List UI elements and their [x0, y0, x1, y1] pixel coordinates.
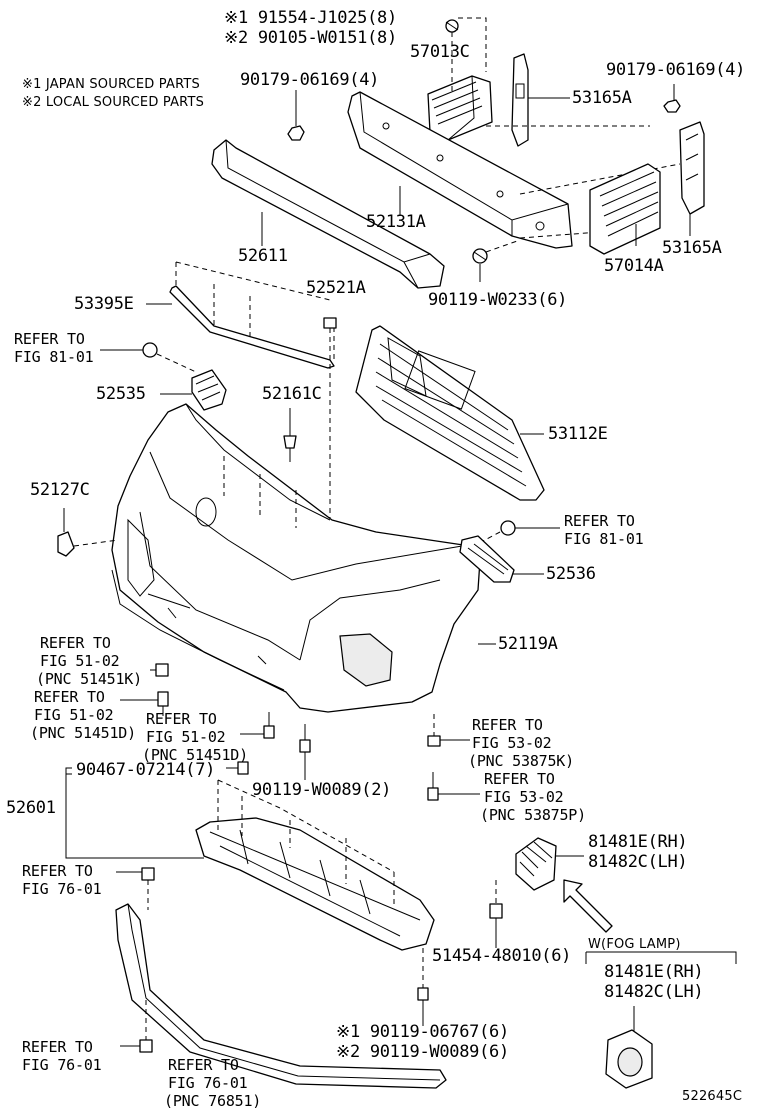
label-52127c: 52127C — [30, 480, 90, 500]
label-ref-fig76-a-2: FIG 76-01 — [22, 880, 102, 898]
bolt-51451d-a — [120, 691, 169, 716]
screw-53875p — [427, 772, 480, 801]
note-local-sourced: ※2 LOCAL SOURCED PARTS — [22, 95, 205, 110]
fog-lamp-frame — [585, 951, 737, 1032]
label-ref-51451d-b-3: (PNC 51451D) — [142, 746, 248, 764]
label-52161c: 52161C — [262, 384, 322, 404]
screw-fig81-left — [100, 342, 197, 373]
label-fog-lamp: W(FOG LAMP) — [588, 937, 681, 952]
label-53165a-top: 53165A — [572, 88, 632, 108]
reinforcement-52131a — [347, 91, 681, 249]
label-90119-w0089-6: ※2 90119-W0089(6) — [336, 1042, 509, 1062]
clip-fig76-b — [120, 1000, 153, 1053]
label-52119a: 52119A — [498, 634, 558, 654]
label-81482c-lh-fog: 81482C(LH) — [604, 982, 704, 1002]
clip-52161c — [283, 408, 297, 462]
screw-91554 — [445, 17, 487, 92]
label-81482c-lh: 81482C(LH) — [588, 852, 688, 872]
label-ref-fig76-b-2: FIG 76-01 — [22, 1056, 102, 1074]
label-ref-53875k-3: (PNC 53875K) — [468, 752, 574, 770]
label-ref-51451d-a-2: FIG 51-02 — [34, 706, 114, 724]
bracket-52536 — [459, 535, 544, 583]
clip-53875k — [427, 714, 470, 747]
label-refer-fig81-left-1: REFER TO — [14, 330, 85, 348]
bolt-90119-w0233 — [472, 239, 521, 282]
bolt-90467 — [226, 761, 249, 775]
nut-90179-left — [287, 90, 305, 141]
label-52611: 52611 — [238, 246, 288, 266]
note-japan-sourced: ※1 JAPAN SOURCED PARTS — [22, 77, 200, 92]
label-90179-left: 90179-06169(4) — [240, 70, 380, 90]
label-ref-51451d-a-3: (PNC 51451D) — [30, 724, 136, 742]
label-ref-53875k-1: REFER TO — [472, 716, 543, 734]
label-52131a: 52131A — [366, 212, 426, 232]
nut-90179-right — [663, 84, 681, 113]
label-90179-right: 90179-06169(4) — [606, 60, 746, 80]
absorber-52611 — [211, 139, 445, 289]
fog-lamp-cover-81481e — [515, 837, 584, 891]
label-ref-fig76-c-3: (PNC 76851) — [164, 1092, 262, 1110]
arrow-indicator — [563, 879, 613, 933]
label-90119-w0233: 90119-W0233(6) — [428, 290, 568, 310]
cover-52127c — [57, 508, 119, 557]
label-refer-fig81-right-1: REFER TO — [564, 512, 635, 530]
label-90467: 90467-07214(7) — [76, 760, 216, 780]
seal-53395e — [146, 261, 335, 369]
label-ref-fig76-b-1: REFER TO — [22, 1038, 93, 1056]
label-57014a: 57014A — [604, 256, 664, 276]
clip-51451k — [150, 663, 169, 677]
bracket-57014a — [589, 163, 661, 255]
label-53112e: 53112E — [548, 424, 608, 444]
label-81481e-rh: 81481E(RH) — [588, 832, 688, 852]
label-51454: 51454-48010(6) — [432, 946, 572, 966]
label-ref-fig76-a-1: REFER TO — [22, 862, 93, 880]
label-52536: 52536 — [546, 564, 596, 584]
label-90105: ※2 90105-W0151(8) — [224, 28, 397, 48]
label-ref-53875p-1: REFER TO — [484, 770, 555, 788]
label-52601: 52601 — [6, 798, 56, 818]
label-ref-fig76-c-2: FIG 76-01 — [168, 1074, 248, 1092]
diagram-id: 522645C — [682, 1089, 743, 1104]
label-ref-51451k-3: (PNC 51451K) — [36, 670, 142, 688]
lower-spoiler — [115, 903, 447, 1089]
label-90119-w0089-2: 90119-W0089(2) — [252, 780, 392, 800]
label-52521a: 52521A — [306, 278, 366, 298]
clip-52521a — [323, 317, 337, 520]
grille-53112e — [355, 325, 545, 501]
label-81481e-rh-fog: 81481E(RH) — [604, 962, 704, 982]
bracket-57013c — [427, 75, 493, 141]
bumper-cover-52119a — [111, 403, 496, 713]
bracket-52535 — [160, 369, 227, 411]
bracket-53165a-right — [679, 121, 705, 236]
label-ref-51451k-2: FIG 51-02 — [40, 652, 120, 670]
label-ref-51451d-a-1: REFER TO — [34, 688, 105, 706]
bolt-90119-06767 — [417, 948, 429, 1026]
bracket-53165a-top — [511, 53, 570, 147]
label-ref-51451d-b-2: FIG 51-02 — [146, 728, 226, 746]
label-ref-53875k-2: FIG 53-02 — [472, 734, 552, 752]
label-52535: 52535 — [96, 384, 146, 404]
label-53165a-bottom: 53165A — [662, 238, 722, 258]
label-ref-fig76-c-1: REFER TO — [168, 1056, 239, 1074]
label-ref-53875p-2: FIG 53-02 — [484, 788, 564, 806]
label-57013c: 57013C — [410, 42, 470, 62]
label-ref-51451k-1: REFER TO — [40, 634, 111, 652]
label-refer-fig81-right-2: FIG 81-01 — [564, 530, 644, 548]
label-53395e: 53395E — [74, 294, 134, 314]
clip-51454 — [489, 880, 503, 948]
under-cover-52601 — [65, 767, 435, 951]
bolt-51451d-b — [240, 712, 275, 739]
label-91554: ※1 91554-J1025(8) — [224, 8, 397, 28]
label-90119-06767: ※1 90119-06767(6) — [336, 1022, 509, 1042]
label-refer-fig81-left-2: FIG 81-01 — [14, 348, 94, 366]
label-ref-51451d-b-1: REFER TO — [146, 710, 217, 728]
clip-fig76-a — [116, 867, 155, 910]
fog-lamp-cover-81482c — [605, 1029, 653, 1089]
label-ref-53875p-3: (PNC 53875P) — [480, 806, 586, 824]
bolt-90119-w0089-2 — [299, 724, 311, 780]
